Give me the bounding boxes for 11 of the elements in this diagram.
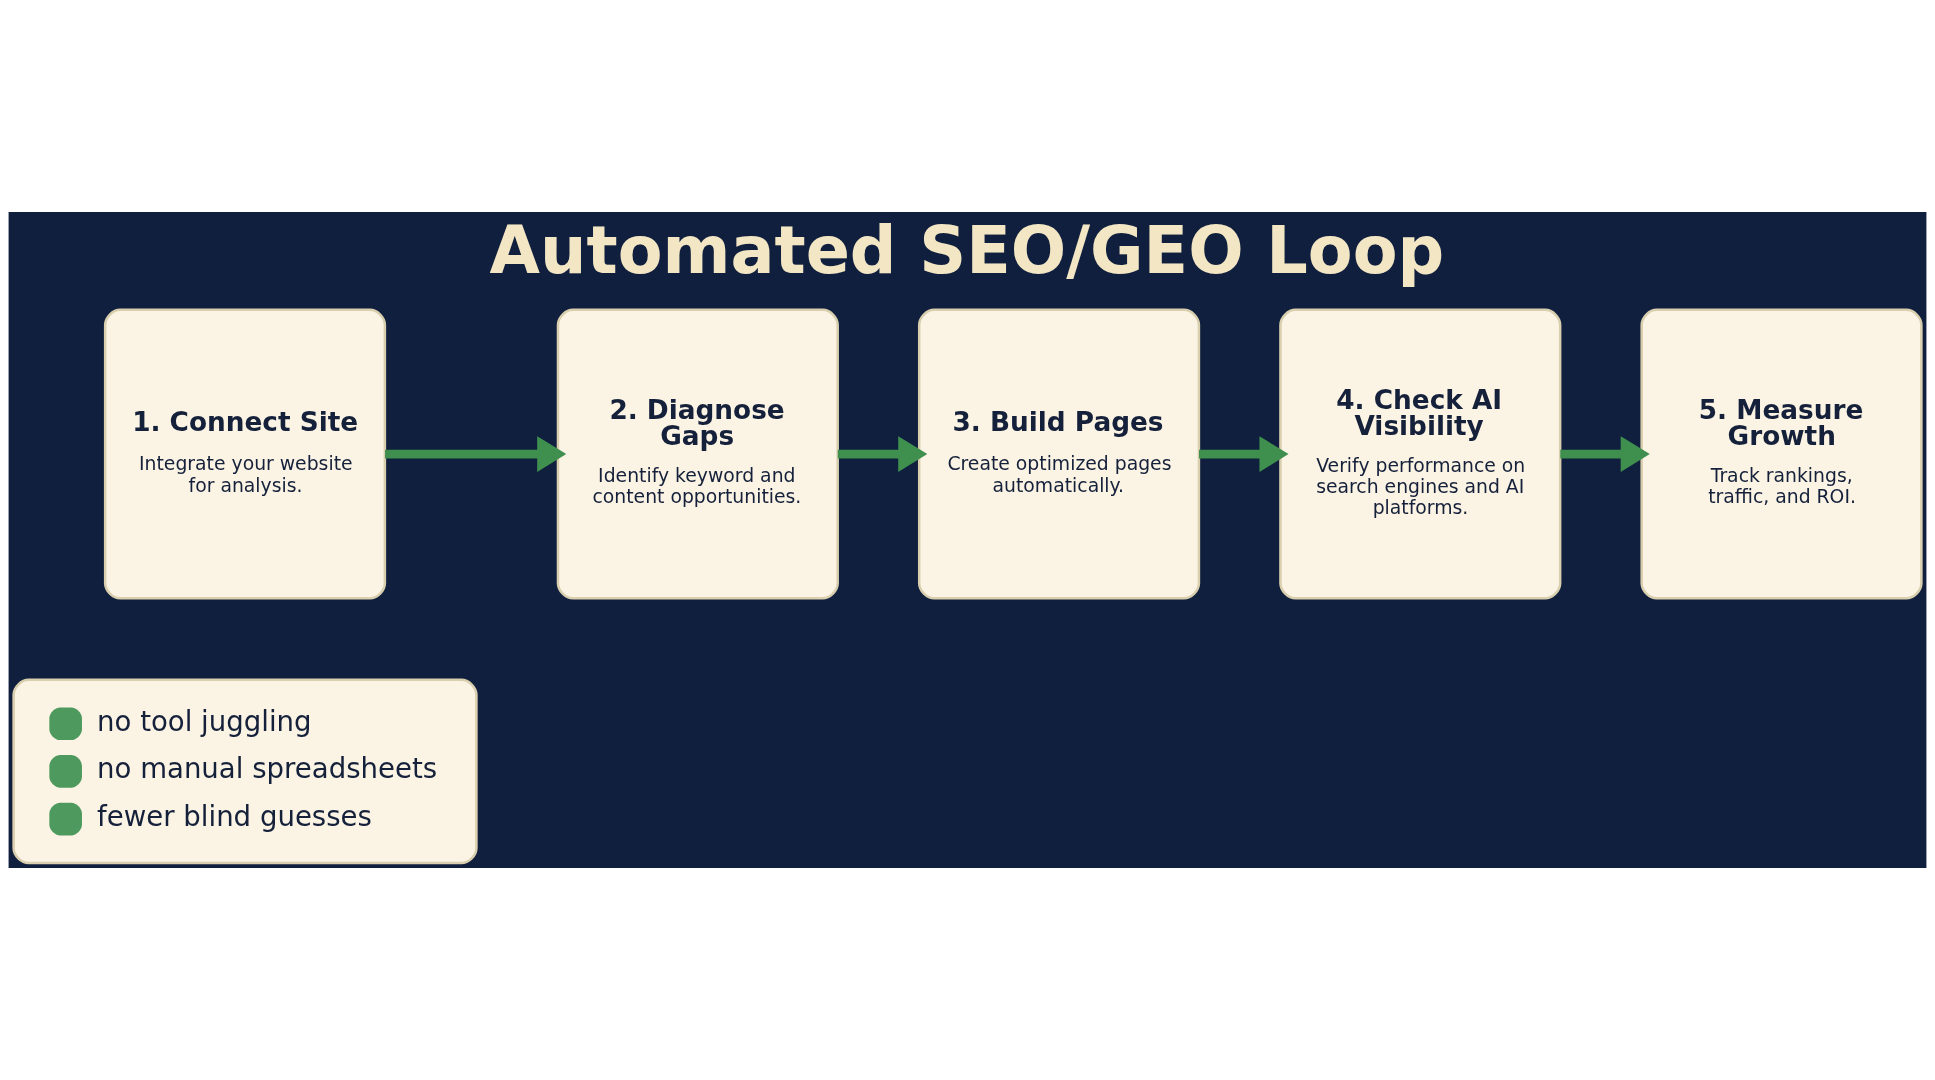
arrow (385, 436, 567, 472)
node-box: 5. Measure Growth Track rankings, traffic, and ROI. (1640, 308, 1923, 600)
node-box: 2. Diagnose Gaps Identify keyword and content opportunities. (556, 308, 839, 600)
node-box: no tool juggling no manual spreadsheets fewer blind guesses (12, 678, 478, 865)
arrow (1560, 436, 1650, 472)
diagram-title: Automated SEO/GEO Loop (489, 211, 1445, 288)
arrow (837, 436, 928, 472)
node-box: 1. Connect Site Integrate your website for analysis. (103, 308, 387, 600)
arrow (1199, 436, 1289, 472)
node-box: 3. Build Pages Create optimized pages automatically. (917, 308, 1201, 600)
node-box: 4. Check AI Visibility Verify performance on search engines and AI platforms. (1279, 308, 1562, 600)
